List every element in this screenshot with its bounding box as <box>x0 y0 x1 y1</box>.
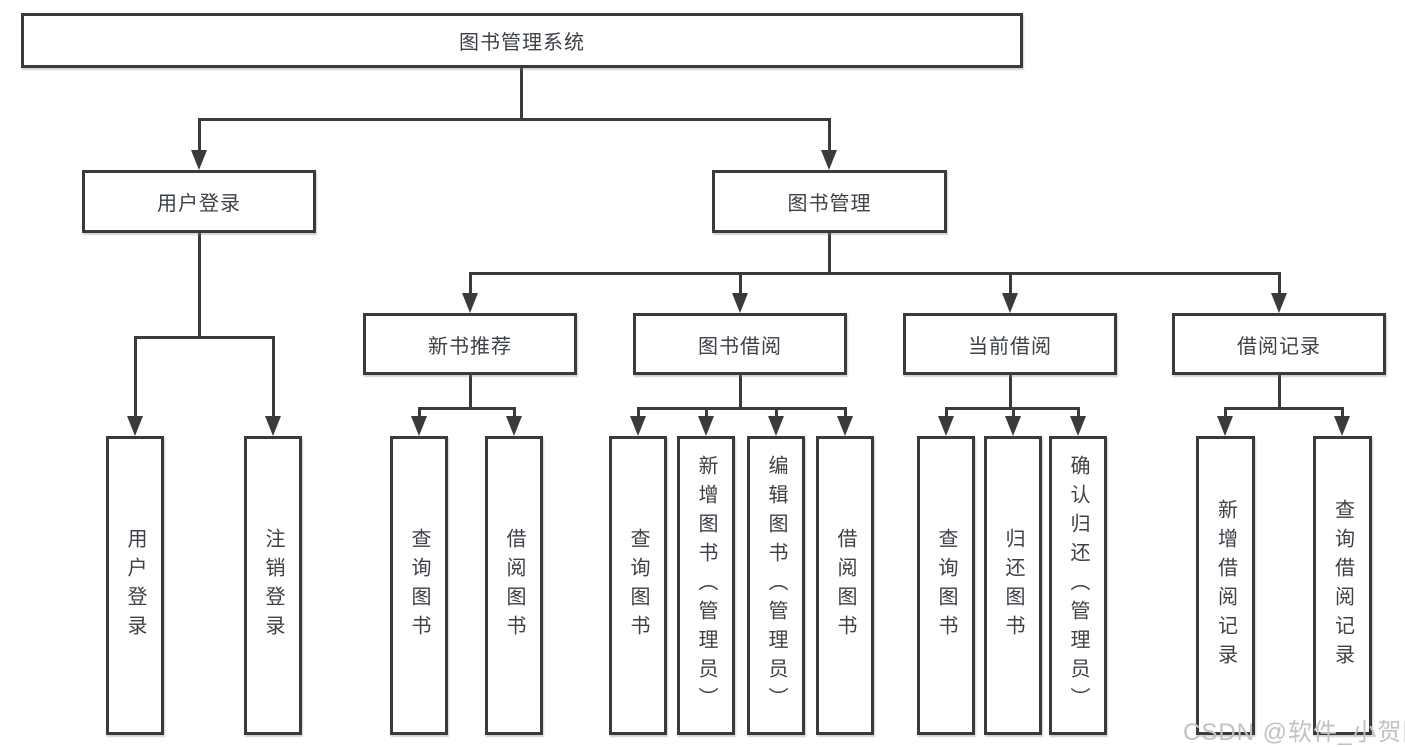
node-label: 注销登录 <box>262 527 284 644</box>
connector-line <box>828 118 831 154</box>
node-label: 图书借阅 <box>698 335 782 358</box>
leaf-logout: 注销登录 <box>244 436 302 735</box>
leaf-return-books: 归还图书 <box>984 436 1042 735</box>
connector-line <box>1077 407 1080 420</box>
connector-line <box>637 407 847 410</box>
connector-line <box>418 407 421 420</box>
connector-line <box>134 336 137 420</box>
arrow-down-icon <box>1005 416 1021 436</box>
leaf-query-borrow-record: 查询借阅记录 <box>1313 436 1372 735</box>
arrow-down-icon <box>411 416 427 436</box>
arrow-down-icon <box>630 416 646 436</box>
arrow-down-icon <box>1002 293 1018 313</box>
connector-line <box>513 407 516 420</box>
leaf-query-books-recommend: 查询图书 <box>390 436 448 735</box>
arrow-down-icon <box>506 416 522 436</box>
arrow-down-icon <box>698 416 714 436</box>
watermark: CSDN @软件_小贺同学 <box>1183 719 1405 746</box>
connector-line <box>198 233 201 339</box>
node-label: 新增图书（管理员） <box>695 455 717 716</box>
leaf-borrow-books-borrowing: 借阅图书 <box>816 436 874 735</box>
arrow-down-icon <box>462 293 478 313</box>
arrow-down-icon <box>938 416 954 436</box>
connector-line <box>945 407 948 420</box>
node-label: 编辑图书（管理员） <box>765 455 787 716</box>
arrow-down-icon <box>837 416 853 436</box>
connector-line <box>1009 375 1012 410</box>
connector-line <box>1278 272 1281 297</box>
node-label: 归还图书 <box>1002 527 1024 644</box>
leaf-add-borrow-record: 新增借阅记录 <box>1196 436 1255 735</box>
node-label: 用户登录 <box>157 193 241 215</box>
connector-line <box>739 375 742 410</box>
arrow-down-icon <box>1217 416 1233 436</box>
connector-line <box>705 407 708 420</box>
node-label: 借阅记录 <box>1237 335 1321 358</box>
node-library-management-system: 图书管理系统 <box>21 13 1023 68</box>
connector-line <box>1224 407 1227 420</box>
arrow-down-icon <box>768 416 784 436</box>
connector-line <box>469 272 472 297</box>
connector-line <box>418 407 516 410</box>
arrow-down-icon <box>821 150 837 170</box>
node-new-book-recommend: 新书推荐 <box>363 313 577 375</box>
connector-line <box>775 407 778 420</box>
node-book-management: 图书管理 <box>712 170 947 233</box>
node-label: 图书管理 <box>787 193 872 215</box>
leaf-edit-book-admin: 编辑图书（管理员） <box>747 436 805 735</box>
connector-line <box>1009 272 1012 297</box>
connector-line <box>198 118 201 154</box>
node-label: 查询借阅记录 <box>1331 498 1354 673</box>
leaf-confirm-return-admin: 确认归还（管理员） <box>1049 436 1107 735</box>
node-label: 查询图书 <box>935 527 957 644</box>
leaf-query-books-borrowing: 查询图书 <box>609 436 667 735</box>
node-label: 当前借阅 <box>968 335 1052 358</box>
arrow-down-icon <box>1070 416 1086 436</box>
node-label: 查询图书 <box>408 527 430 644</box>
node-user-login: 用户登录 <box>82 170 316 233</box>
node-label: 新书推荐 <box>428 335 512 358</box>
connector-line <box>739 272 742 297</box>
connector-line <box>520 68 523 120</box>
connector-line <box>1341 407 1344 420</box>
connector-line <box>828 233 831 275</box>
arrow-down-icon <box>1271 293 1287 313</box>
node-label: 用户登录 <box>124 527 146 644</box>
connector-line <box>1012 407 1015 420</box>
connector-line <box>272 336 275 420</box>
leaf-add-book-admin: 新增图书（管理员） <box>677 436 735 735</box>
node-label: 新增借阅记录 <box>1214 498 1237 673</box>
node-current-borrowing: 当前借阅 <box>903 313 1117 375</box>
arrow-down-icon <box>265 416 281 436</box>
connector-line <box>469 375 472 410</box>
arrow-down-icon <box>732 293 748 313</box>
arrow-down-icon <box>127 416 143 436</box>
connector-line <box>1224 407 1344 410</box>
node-label: 确认归还（管理员） <box>1067 455 1089 716</box>
arrow-down-icon <box>1334 416 1350 436</box>
connector-line <box>637 407 640 420</box>
connector-line <box>1278 375 1281 410</box>
connector-line <box>844 407 847 420</box>
node-label: 借阅图书 <box>834 527 856 644</box>
connector-line <box>469 272 1281 275</box>
connector-line <box>198 118 831 121</box>
connector-line <box>134 336 275 339</box>
arrow-down-icon <box>191 150 207 170</box>
node-label: 借阅图书 <box>503 527 525 644</box>
leaf-user-login: 用户登录 <box>106 436 164 735</box>
node-label: 查询图书 <box>627 527 649 644</box>
node-book-borrowing: 图书借阅 <box>633 313 847 375</box>
node-borrow-records: 借阅记录 <box>1172 313 1386 375</box>
leaf-borrow-books-recommend: 借阅图书 <box>485 436 543 735</box>
leaf-query-books-current: 查询图书 <box>917 436 975 735</box>
node-label: 图书管理系统 <box>459 32 585 54</box>
